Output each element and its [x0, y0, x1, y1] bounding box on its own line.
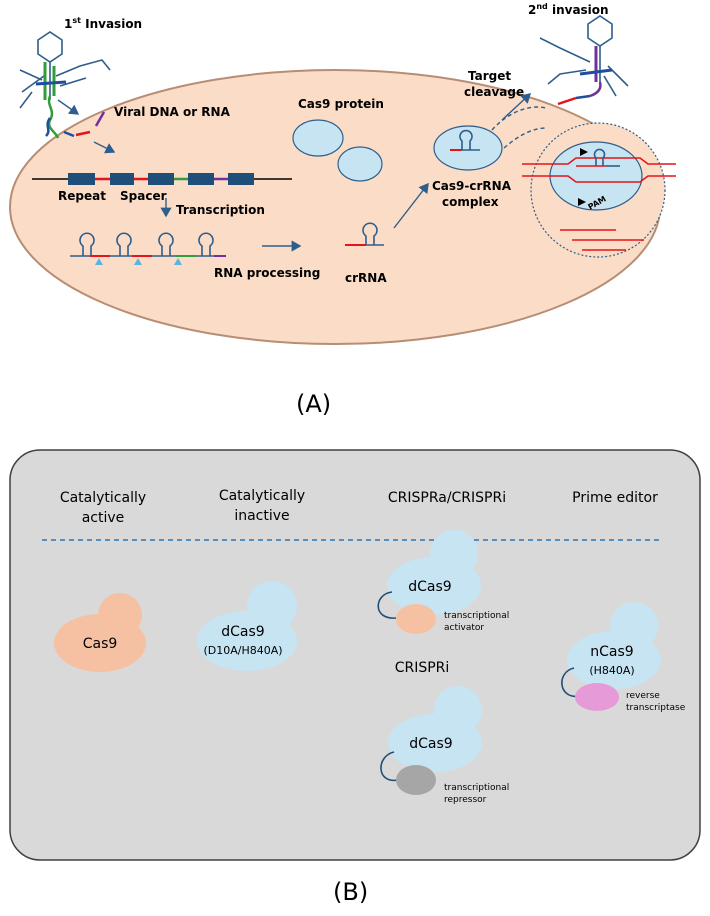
transcriptional-repressor [396, 765, 436, 795]
cut-site-marker [580, 148, 588, 156]
panel-b: Catalytically active Catalytically inact… [9, 449, 701, 906]
repeat-label: Repeat [58, 189, 106, 203]
crispr-locus [32, 173, 292, 185]
complex-label: Cas9-crRNA [432, 179, 512, 193]
repressor-label: repressor [444, 795, 487, 805]
rna-processing-label: RNA processing [214, 266, 320, 280]
crrna [345, 222, 384, 246]
cas9-label: Cas9 [83, 636, 118, 652]
panel-b-caption: (B) [333, 878, 368, 906]
crrna-label: crRNA [345, 271, 387, 285]
activator-label: transcriptional [444, 611, 509, 621]
column-header-crispra-crispri: CRISPRa/CRISPRi [388, 490, 506, 506]
transcription-label: Transcription [176, 203, 265, 217]
viral-fragment [63, 130, 75, 138]
cleavage-site-triangle [174, 258, 182, 265]
cas9-protein [292, 119, 344, 157]
cleavage-site-triangle [95, 258, 103, 265]
viral-dna-label: Viral DNA or RNA [114, 105, 231, 119]
crispri-label: CRISPRi [395, 660, 450, 676]
ncas9-label: nCas9 [590, 644, 633, 660]
ncas9-body [567, 631, 661, 689]
linker [380, 751, 399, 782]
viral-dna-strand [47, 95, 60, 139]
column-header-active: active [82, 510, 125, 526]
column-header-prime-editor: Prime editor [572, 490, 658, 506]
cas9-crrna-complex [433, 125, 503, 171]
linker [561, 667, 581, 698]
dcas9-mutation-label: (D10A/H840A) [203, 644, 282, 657]
complex-label: complex [442, 195, 499, 209]
dcas9i-label: dCas9 [409, 736, 452, 752]
rt-label: transcriptase [626, 703, 686, 713]
reverse-transcriptase [575, 683, 619, 711]
repressor-label: transcriptional [444, 783, 509, 793]
first-invasion-label: 1st Invasion [64, 16, 142, 31]
panel-b-box [9, 449, 701, 861]
repeat-box [188, 173, 214, 185]
phage-icon-second [539, 15, 629, 97]
pre-crrna [70, 232, 226, 257]
column-header-inactive: Catalytically [219, 488, 305, 504]
cas9-protein [337, 146, 383, 182]
repeat-box [228, 173, 254, 185]
target-cleavage-label: Target [468, 69, 511, 83]
activator-label: activator [444, 623, 484, 633]
panel-a-caption: (A) [296, 390, 331, 418]
dcas9-body [197, 611, 297, 671]
repeat-box [110, 173, 134, 185]
dcas9a-body [387, 557, 481, 615]
phage-icon-first [19, 31, 111, 109]
ncas9-mutation-label: (H840A) [589, 664, 634, 677]
column-header-active: Catalytically [60, 490, 146, 506]
repeat-box [148, 173, 174, 185]
second-invasion-label: 2nd invasion [528, 2, 609, 17]
linker [377, 591, 397, 619]
cas9-protein-label: Cas9 protein [298, 97, 384, 111]
column-header-inactive: inactive [234, 508, 289, 524]
rt-label: reverse [626, 691, 660, 701]
repeat-box [68, 173, 95, 185]
target-cleavage-label: cleavage [464, 85, 524, 99]
dcas9a-label: dCas9 [408, 579, 451, 595]
spacer-label: Spacer [120, 189, 167, 203]
cleavage-site-triangle [134, 258, 142, 265]
panel-a: 1st Invasion Viral DNA or RNA Repeat Spa… [9, 2, 676, 418]
cas9-body [54, 614, 146, 672]
dcas9-label: dCas9 [221, 624, 264, 640]
target-dna [522, 157, 676, 251]
cut-site-marker [578, 198, 586, 206]
transcriptional-activator [396, 604, 436, 634]
dcas9i-body [388, 714, 482, 772]
